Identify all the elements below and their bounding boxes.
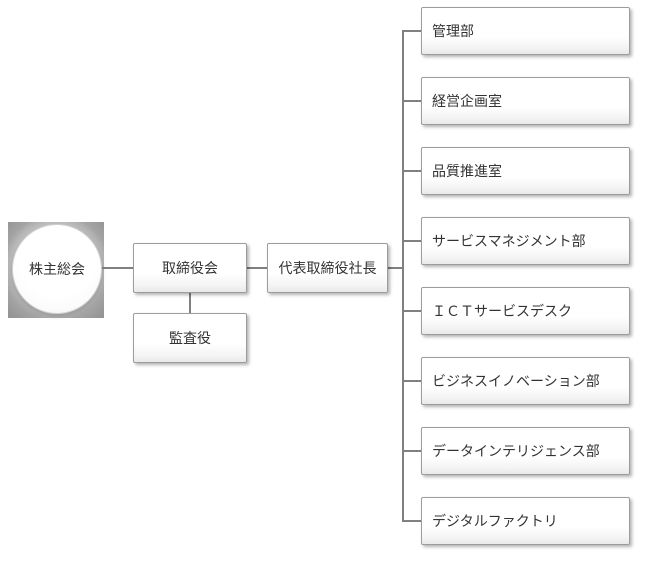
dept-node-business-innovation: ビジネスイノベーション部: [421, 357, 630, 405]
dept-node-hinshitsu-suishin: 品質推進室: [421, 147, 630, 195]
stub-line: [402, 240, 421, 242]
shareholders-meeting-label: 株主総会: [29, 261, 85, 277]
dept-label: 管理部: [432, 23, 474, 39]
shareholders-meeting-node: 株主総会: [12, 224, 102, 314]
stub-line: [402, 310, 421, 312]
dept-node-keiei-kikaku: 経営企画室: [421, 77, 630, 125]
dept-node-digital-factory: デジタルファクトリ: [421, 497, 630, 545]
dept-label: デジタルファクトリ: [432, 513, 558, 529]
dept-label: ＩＣＴサービスデスク: [432, 303, 572, 319]
connector-board-president: [247, 267, 267, 269]
connector-president-trunk: [388, 267, 404, 269]
dept-label: サービスマネジメント部: [432, 233, 586, 249]
board-of-directors-node: 取締役会: [133, 243, 247, 293]
president-node: 代表取締役社長: [267, 243, 388, 293]
auditor-node: 監査役: [133, 313, 247, 363]
stub-line: [402, 520, 421, 522]
stub-line: [402, 100, 421, 102]
stub-line: [402, 170, 421, 172]
dept-label: データインテリジェンス部: [432, 443, 600, 459]
dept-label: ビジネスイノベーション部: [432, 373, 600, 389]
dept-label: 経営企画室: [432, 93, 502, 109]
auditor-label: 監査役: [169, 330, 211, 346]
dept-node-service-management: サービスマネジメント部: [421, 217, 630, 265]
dept-node-data-intelligence: データインテリジェンス部: [421, 427, 630, 475]
connector-board-auditor: [189, 293, 191, 313]
president-label: 代表取締役社長: [278, 260, 377, 276]
dept-node-ict-service-desk: ＩＣＴサービスデスク: [421, 287, 630, 335]
dept-label: 品質推進室: [432, 163, 502, 179]
department-trunk-line: [402, 30, 404, 522]
stub-line: [402, 30, 421, 32]
connector-shareholders-board: [100, 267, 133, 269]
stub-line: [402, 450, 421, 452]
stub-line: [402, 380, 421, 382]
board-of-directors-label: 取締役会: [162, 260, 218, 276]
dept-node-kanribu: 管理部: [421, 7, 630, 55]
